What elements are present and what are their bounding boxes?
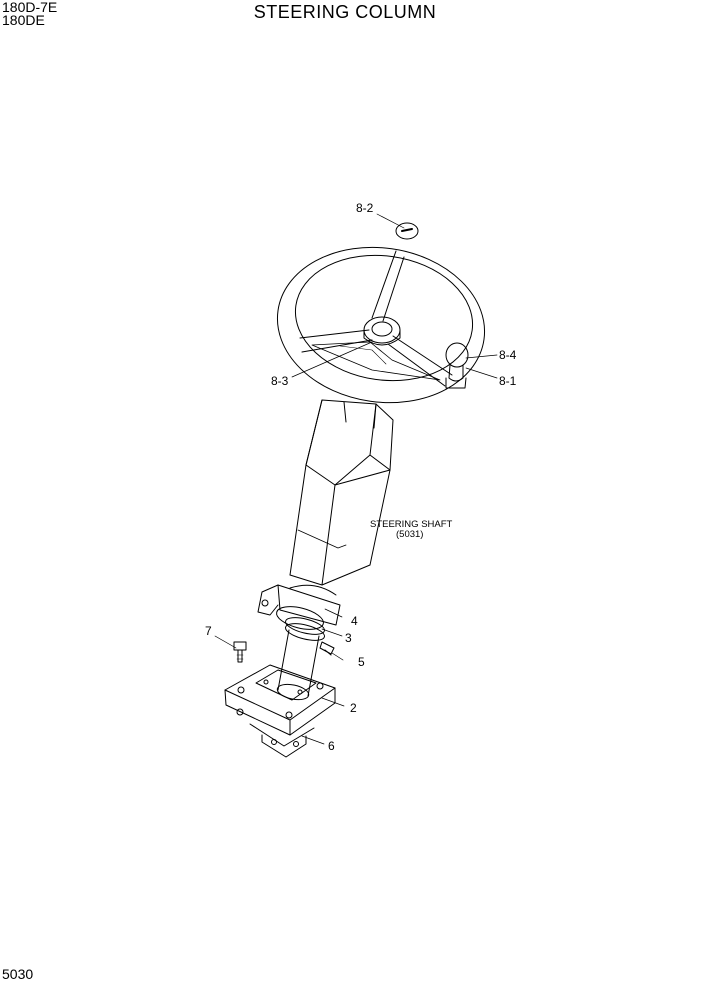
spinner-knob [445,342,469,389]
bolt-5 [319,641,335,656]
model-code-secondary: 180DE [2,12,45,28]
callout-7: 7 [205,624,212,638]
lower-flange [249,723,315,758]
model-code-primary: 180D-7E [2,0,58,15]
column-cover [289,399,394,586]
callout-8-4: 8-4 [499,348,517,362]
page-number: 5030 [2,966,34,982]
callout-2: 2 [350,701,357,715]
callout-8-2: 8-2 [356,201,374,215]
callout-5: 5 [358,655,365,669]
callout-8-3: 8-3 [271,374,289,388]
leader-lines [214,213,498,745]
page-title: STEERING COLUMN [253,2,437,22]
column-bracket [257,584,341,630]
callout-3: 3 [345,631,352,645]
horn-cap [395,222,419,240]
callout-6: 6 [328,739,335,753]
lower-shaft [276,629,320,701]
callout-4: 4 [351,614,358,628]
bolt-7 [233,641,247,663]
steering-shaft-code: (5031) [396,529,423,540]
base-plate [224,664,336,736]
steering-wheel [276,246,486,404]
steering-shaft-label: STEERING SHAFT [370,519,453,530]
callout-8-1: 8-1 [499,374,517,388]
collar [285,617,325,641]
